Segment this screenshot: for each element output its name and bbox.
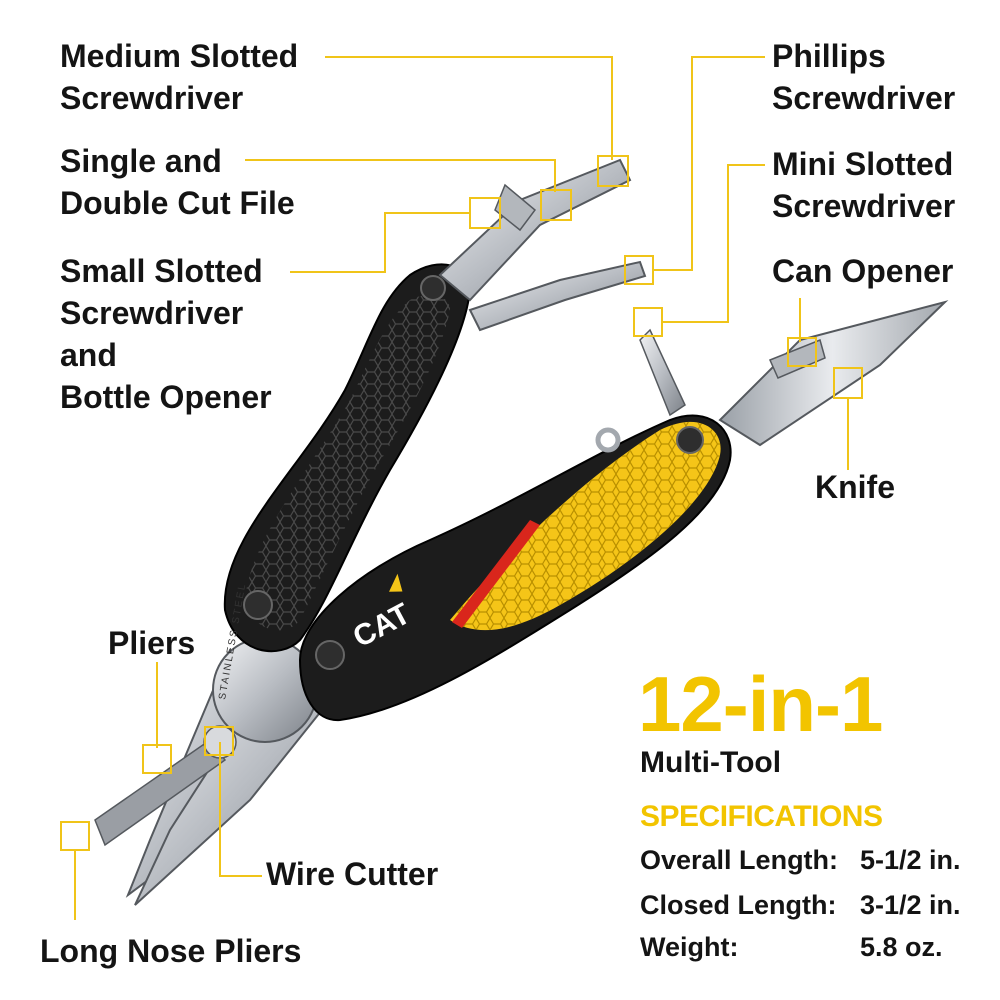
callout-line-1: Medium Slotted [60, 38, 299, 74]
spec-label: Closed Length: [640, 890, 837, 920]
spec-row-closed-length: Closed Length: 3-1/2 in. [640, 890, 961, 921]
spec-value: 5-1/2 in. [860, 845, 961, 875]
tool-count-headline: 12-in-1 [638, 660, 883, 748]
spec-label: Weight: [640, 932, 739, 962]
spec-row-weight: Weight: 5.8 oz. [640, 932, 943, 963]
spec-row-overall-length: Overall Length: 5-1/2 in. [640, 845, 961, 876]
callout-line-2: Screwdriver [772, 80, 956, 116]
callout-wire-cutter: Wire Cutter [266, 856, 439, 892]
callout-line-2: Double Cut File [60, 185, 295, 221]
specifications-heading: SPECIFICATIONS [640, 800, 883, 833]
callout-line-1: Small Slotted [60, 253, 263, 289]
callout-single-double-cut-file: Single and Double Cut File [60, 140, 295, 224]
callout-phillips-screwdriver: Phillips Screwdriver [772, 35, 955, 119]
spec-value: 5.8 oz. [860, 932, 943, 962]
callout-line-1: Mini Slotted [772, 146, 954, 182]
callout-knife: Knife [815, 469, 895, 505]
callout-line-3: and [60, 337, 117, 373]
spec-label: Overall Length: [640, 845, 839, 875]
product-name: Multi-Tool [640, 746, 782, 779]
callout-can-opener: Can Opener [772, 253, 954, 289]
callout-mini-slotted-screwdriver: Mini Slotted Screwdriver [772, 143, 955, 227]
callout-long-nose-pliers: Long Nose Pliers [40, 933, 302, 969]
callout-medium-slotted-screwdriver: Medium Slotted Screwdriver [60, 35, 298, 119]
yellow-handle [298, 414, 732, 722]
callout-line-2: Screwdriver [60, 80, 244, 116]
callout-line-1: Single and [60, 143, 222, 179]
callout-small-slotted-bottle-opener: Small Slotted Screwdriver and Bottle Ope… [60, 250, 272, 418]
callout-lines [60, 56, 863, 920]
callout-pliers: Pliers [108, 625, 196, 661]
callout-line-1: Phillips [772, 38, 886, 74]
callout-line-2: Screwdriver [772, 188, 956, 224]
callout-line-4: Bottle Opener [60, 379, 272, 415]
right-tools [639, 300, 949, 447]
callout-line-2: Screwdriver [60, 295, 244, 331]
top-tools [438, 158, 647, 332]
spec-value: 3-1/2 in. [860, 890, 961, 920]
